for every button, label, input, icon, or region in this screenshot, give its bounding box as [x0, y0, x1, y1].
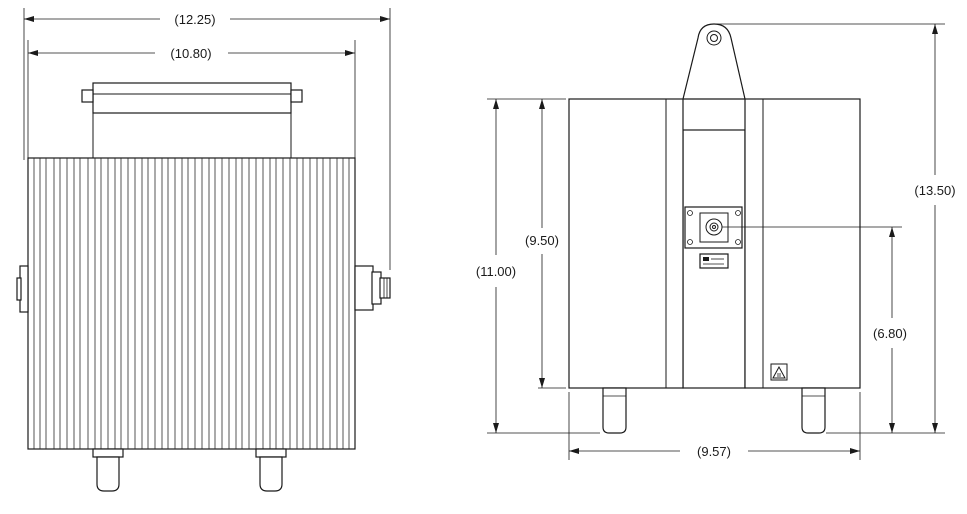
dim-overall-width-left: (12.25)	[23, 8, 391, 270]
heatsink-fins	[33, 158, 350, 449]
dim-body-width-left: (10.80)	[27, 40, 356, 158]
dim-label-12-25: (12.25)	[174, 12, 215, 27]
rf-connector-right	[354, 265, 391, 311]
hot-surface-warning-icon	[770, 363, 788, 381]
dim-label-10-80: (10.80)	[170, 46, 211, 61]
right-view: (11.00) (9.50) (13.50)	[476, 23, 956, 460]
heatsink-body	[27, 157, 356, 450]
housing-left	[568, 98, 684, 389]
dim-body-height: (11.00)	[476, 98, 600, 434]
dim-overall-height: (13.50)	[716, 23, 956, 434]
product-label-icon	[699, 253, 729, 269]
foot-right-view-right	[801, 387, 826, 434]
foot-right	[255, 448, 287, 492]
dim-label-9-50: (9.50)	[525, 233, 559, 248]
housing-right	[744, 98, 861, 389]
dim-label-6-80: (6.80)	[873, 326, 907, 341]
lifting-tab	[682, 23, 746, 100]
dim-connector-height: (6.80)	[722, 226, 907, 433]
dim-panel-height: (9.50)	[525, 99, 566, 389]
side-connector-left	[16, 265, 29, 313]
rf-connector-flange	[684, 206, 743, 249]
carry-handle	[81, 82, 303, 158]
left-view: (12.25) (10.80)	[16, 8, 391, 492]
foot-right-view-left	[602, 387, 627, 434]
dim-label-11-00: (11.00)	[476, 264, 516, 279]
dim-label-9-57: (9.57)	[697, 444, 731, 459]
dim-overall-width-right: (9.57)	[568, 392, 861, 460]
foot-left	[92, 448, 124, 492]
dim-label-13-50: (13.50)	[914, 183, 955, 198]
